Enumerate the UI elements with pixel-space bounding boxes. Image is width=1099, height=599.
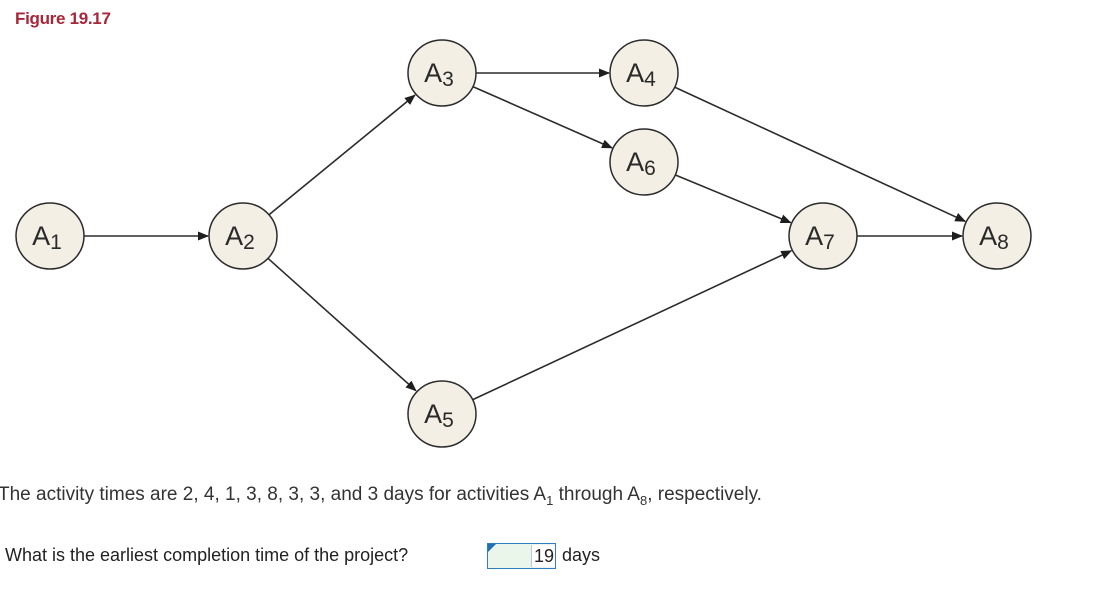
- figure-title: Figure 19.17: [15, 9, 111, 28]
- node-a8: A8: [962, 202, 1032, 270]
- edge-a2-a5: [267, 258, 417, 392]
- node-circle: [609, 128, 679, 196]
- node-label: A7: [805, 221, 835, 254]
- question-label: What is the earliest completion time of …: [5, 545, 409, 565]
- node-circle: [788, 202, 858, 270]
- description-text-3: , respectively.: [647, 484, 762, 505]
- description-text-2: through A: [553, 484, 640, 505]
- node-label: A5: [424, 399, 454, 432]
- node-circle: [407, 380, 477, 448]
- node-label: A2: [225, 221, 255, 254]
- edge-a2-a3: [268, 94, 416, 216]
- node-label: A6: [626, 147, 656, 180]
- answer-unit: days: [562, 545, 601, 565]
- activity-times-description: The activity times are 2, 4, 1, 3, 8, 3,…: [0, 484, 762, 508]
- answer-flag-icon: [488, 544, 496, 552]
- node-circle: [962, 202, 1032, 270]
- node-a3: A3: [407, 39, 477, 107]
- node-a1: A1: [15, 202, 85, 270]
- description-subscript-1: 1: [546, 492, 554, 508]
- edge-a3-a6: [472, 85, 613, 149]
- node-a7: A7: [788, 202, 858, 270]
- node-a2: A2: [208, 202, 278, 270]
- answer-value: 19: [530, 545, 555, 567]
- node-label: A8: [979, 221, 1009, 254]
- node-a5: A5: [407, 380, 477, 448]
- node-a6: A6: [609, 128, 679, 196]
- node-label: A3: [424, 58, 454, 91]
- description-subscript-2: 8: [639, 492, 648, 508]
- edge-a5-a7: [472, 250, 793, 401]
- node-circle: [609, 39, 679, 107]
- answer-input[interactable]: 19: [487, 543, 556, 569]
- node-circle: [208, 202, 278, 270]
- description-text-1: The activity times are 2, 4, 1, 3, 8, 3,…: [0, 484, 547, 505]
- edge-a6-a7: [675, 174, 792, 224]
- node-label: A1: [32, 221, 62, 254]
- node-circle: [407, 39, 477, 107]
- node-circle: [15, 202, 85, 270]
- node-label: A4: [626, 58, 656, 91]
- node-a4: A4: [609, 39, 679, 107]
- edge-a4-a8: [674, 86, 967, 223]
- edges-layer: [84, 68, 967, 401]
